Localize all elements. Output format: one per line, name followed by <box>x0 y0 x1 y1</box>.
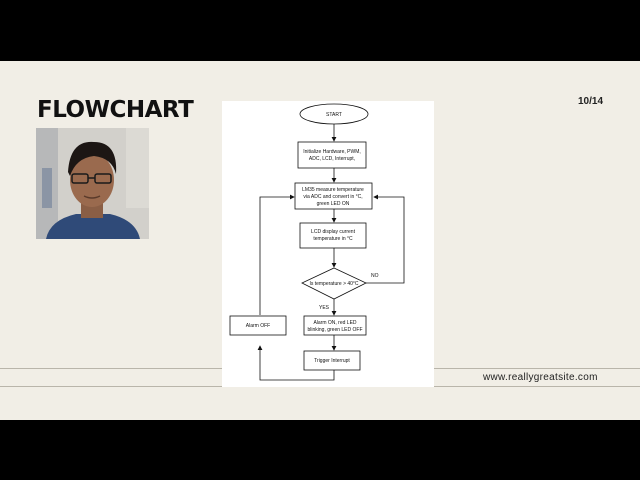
display-label-line1: LCD display current <box>311 229 356 235</box>
measure-label-line1: LM35 measure temperature <box>302 187 364 193</box>
slide-title: FLOWCHART <box>37 97 194 123</box>
alarm-off-process-box <box>229 315 287 336</box>
alarm-on-label-line2: blinking, green LED OFF <box>307 327 362 333</box>
init-label-line2: ADC, LCD, Interrupt, <box>309 156 355 162</box>
display-process-box <box>299 222 367 249</box>
decision-label: Is temperature > 40°C <box>309 281 358 287</box>
no-branch-label: NO <box>371 273 379 279</box>
trigger-interrupt-box <box>303 350 361 371</box>
measure-label-line2: via ADC and convert in °C, <box>303 194 362 200</box>
alarm-off-label: Alarm OFF <box>246 323 270 329</box>
website-url: www.reallygreatsite.com <box>483 372 598 383</box>
presentation-slide: FLOWCHART 10/14 www.reallygreatsite.com <box>0 61 640 420</box>
presenter-webcam <box>36 128 149 239</box>
alarm-on-label-line1: Alarm ON, red LED <box>313 320 356 326</box>
measure-process-box <box>294 182 373 210</box>
temperature-decision-diamond <box>301 267 367 300</box>
trigger-label: Trigger Interrupt <box>314 358 350 364</box>
start-label: START <box>326 112 342 118</box>
flowchart-panel: START Initialize Hardware, PWM, ADC, LCD… <box>222 101 434 387</box>
init-process-box <box>297 141 367 169</box>
page-counter: 10/14 <box>578 96 604 107</box>
measure-label-line3: green LED ON <box>317 201 350 207</box>
alarm-on-process-box <box>303 315 367 336</box>
init-label-line1: Initialize Hardware, PWM, <box>303 149 361 155</box>
presenter-video-icon <box>36 128 149 239</box>
start-terminal <box>299 103 369 125</box>
display-label-line2: temperature in °C <box>313 236 353 242</box>
flowchart-connectors <box>257 124 405 381</box>
yes-branch-label: YES <box>319 305 330 311</box>
